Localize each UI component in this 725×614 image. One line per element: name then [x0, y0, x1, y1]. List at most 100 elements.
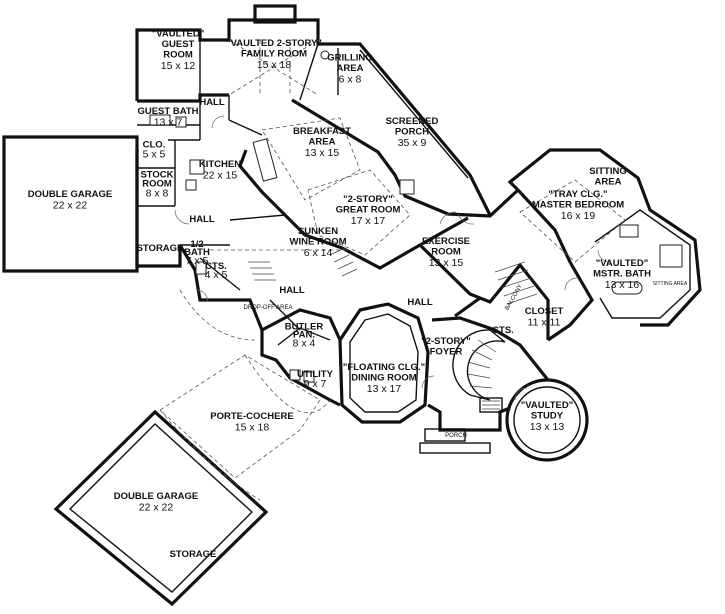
room-dim-master-bath: 13 x 16: [605, 279, 640, 291]
room-name-stock-room-line-1: ROOM: [142, 179, 172, 190]
room-dim-guest-room: 15 x 12: [161, 60, 196, 72]
room-dim-porte-cochere: 15 x 18: [235, 422, 270, 434]
hall-label-lower: HALL: [279, 285, 305, 296]
room-name-wine-room-line-1: WINE ROOM: [290, 236, 347, 247]
exterior-walls: [2, 4, 702, 607]
room-name-dining-line-1: DINING ROOM: [351, 372, 417, 383]
room-name-sitting-line-0: SITTING: [589, 166, 626, 177]
drop-off-label: DROP-OFF AREA: [243, 305, 292, 311]
stairs: [248, 247, 538, 413]
room-dim-wine-room: 6 x 14: [304, 247, 333, 259]
room-dim-kitchen: 22 x 15: [203, 170, 238, 182]
room-dim-double-garage-1: 22 x 22: [53, 200, 88, 212]
room-name-master-bed-line-0: "TRAY CLG.": [548, 189, 607, 200]
room-dim-study: 13 x 13: [530, 421, 565, 433]
room-name-guest-room-line-0: "VAULTED": [152, 29, 204, 40]
porch-label: PORCH: [445, 433, 467, 439]
cts-label: CTS.: [492, 325, 514, 336]
room-dim-guest-bath: 13 x 7: [154, 117, 183, 129]
room-name-foyer-line-0: "2-STORY": [421, 336, 471, 347]
door-swings: [174, 115, 611, 401]
room-name-master-bed-line-1: MASTER BEDROOM: [532, 199, 624, 210]
room-name-double-garage-1-line-0: DOUBLE GARAGE: [28, 189, 112, 200]
room-label-cts-1: CTS.4 x 5: [205, 261, 228, 281]
room-name-utility-line-0: UTILITY: [297, 369, 334, 380]
room-name-breakfast-line-1: AREA: [309, 136, 336, 147]
room-name-bath-half-line-0: 1/2: [190, 239, 203, 250]
room-dim-screened-porch: 35 x 9: [398, 137, 427, 149]
room-name-guest-room-line-1: GUEST: [162, 39, 195, 50]
room-name-cts-1-line-0: CTS.: [205, 261, 227, 272]
interior-walls: [137, 40, 319, 331]
room-name-screened-porch-line-1: PORCH: [395, 126, 429, 137]
balcony-label: BALCONY: [504, 284, 524, 312]
hall-label-left: HALL: [189, 214, 215, 225]
room-name-study-line-0: "VAULTED": [521, 400, 573, 411]
room-name-bath-half-line-1: BATH: [184, 247, 210, 258]
room-name-foyer-line-1: FOYER: [430, 347, 463, 358]
room-name-great-room-line-1: GREAT ROOM: [336, 204, 401, 215]
room-name-exercise-line-0: EXERCISE: [422, 236, 470, 247]
room-dim-breakfast: 13 x 15: [305, 147, 340, 159]
fixtures: [149, 50, 683, 383]
room-dim-clo: 5 x 5: [143, 149, 166, 161]
room-label-clo: CLO.5 x 5: [143, 140, 166, 161]
room-name-wine-room-line-0: SUNKEN: [298, 226, 338, 237]
room-name-porte-cochere-line-0: PORTE-COCHERE: [210, 411, 293, 422]
room-dim-master-bed: 16 x 19: [561, 210, 596, 222]
hall-label-upper: HALL: [199, 97, 225, 108]
room-name-master-bath-line-0: "VAULTED": [596, 258, 648, 269]
room-name-exercise-line-1: ROOM: [431, 246, 461, 257]
room-name-great-room-line-0: "2-STORY": [343, 194, 393, 205]
room-name-dining-line-0: "FLOATING CLG.": [343, 362, 425, 373]
room-dim-great-room: 17 x 17: [351, 215, 386, 227]
room-name-kitchen-line-0: KITCHEN: [199, 159, 241, 170]
room-dim-cts-1: 4 x 5: [205, 269, 228, 281]
room-dim-exercise: 13 x 15: [429, 257, 464, 269]
room-name-study-line-1: STUDY: [531, 410, 564, 421]
room-dim-bath-half: 7 x 5: [186, 255, 209, 267]
room-dim-utility: 9 x 7: [304, 378, 327, 390]
room-dim-butler: 8 x 4: [293, 338, 316, 350]
room-dim-dining: 13 x 17: [367, 383, 402, 395]
room-name-grilling-line-0: GRILLING: [327, 53, 372, 64]
room-name-guest-room-line-2: ROOM: [163, 50, 193, 61]
room-dim-double-garage-2: 22 x 22: [139, 502, 174, 514]
storage-label-lower: STORAGE: [170, 549, 217, 560]
room-name-sitting-line-1: AREA: [595, 177, 622, 188]
room-dim-closet: 11 x 11: [528, 317, 561, 329]
room-name-guest-bath-line-0: GUEST BATH: [137, 106, 198, 117]
room-name-stock-room-line-0: STOCK: [140, 170, 173, 181]
room-name-butler-line-1: PAN.: [293, 330, 315, 341]
room-name-family-line-0: "VAULTED 2-STORY": [226, 38, 322, 49]
sitting-area-note: SITTING AREA: [653, 281, 688, 287]
hall-label-center: HALL: [407, 297, 433, 308]
room-dim-family: 15 x 18: [257, 59, 292, 71]
room-name-screened-porch-line-0: SCREENED: [386, 116, 439, 127]
room-name-grilling-line-1: AREA: [337, 63, 364, 74]
room-name-master-bath-line-1: MSTR. BATH: [593, 268, 651, 279]
room-name-butler-line-0: BUTLER: [285, 322, 324, 333]
room-dim-stock-room: 8 x 8: [146, 188, 169, 200]
